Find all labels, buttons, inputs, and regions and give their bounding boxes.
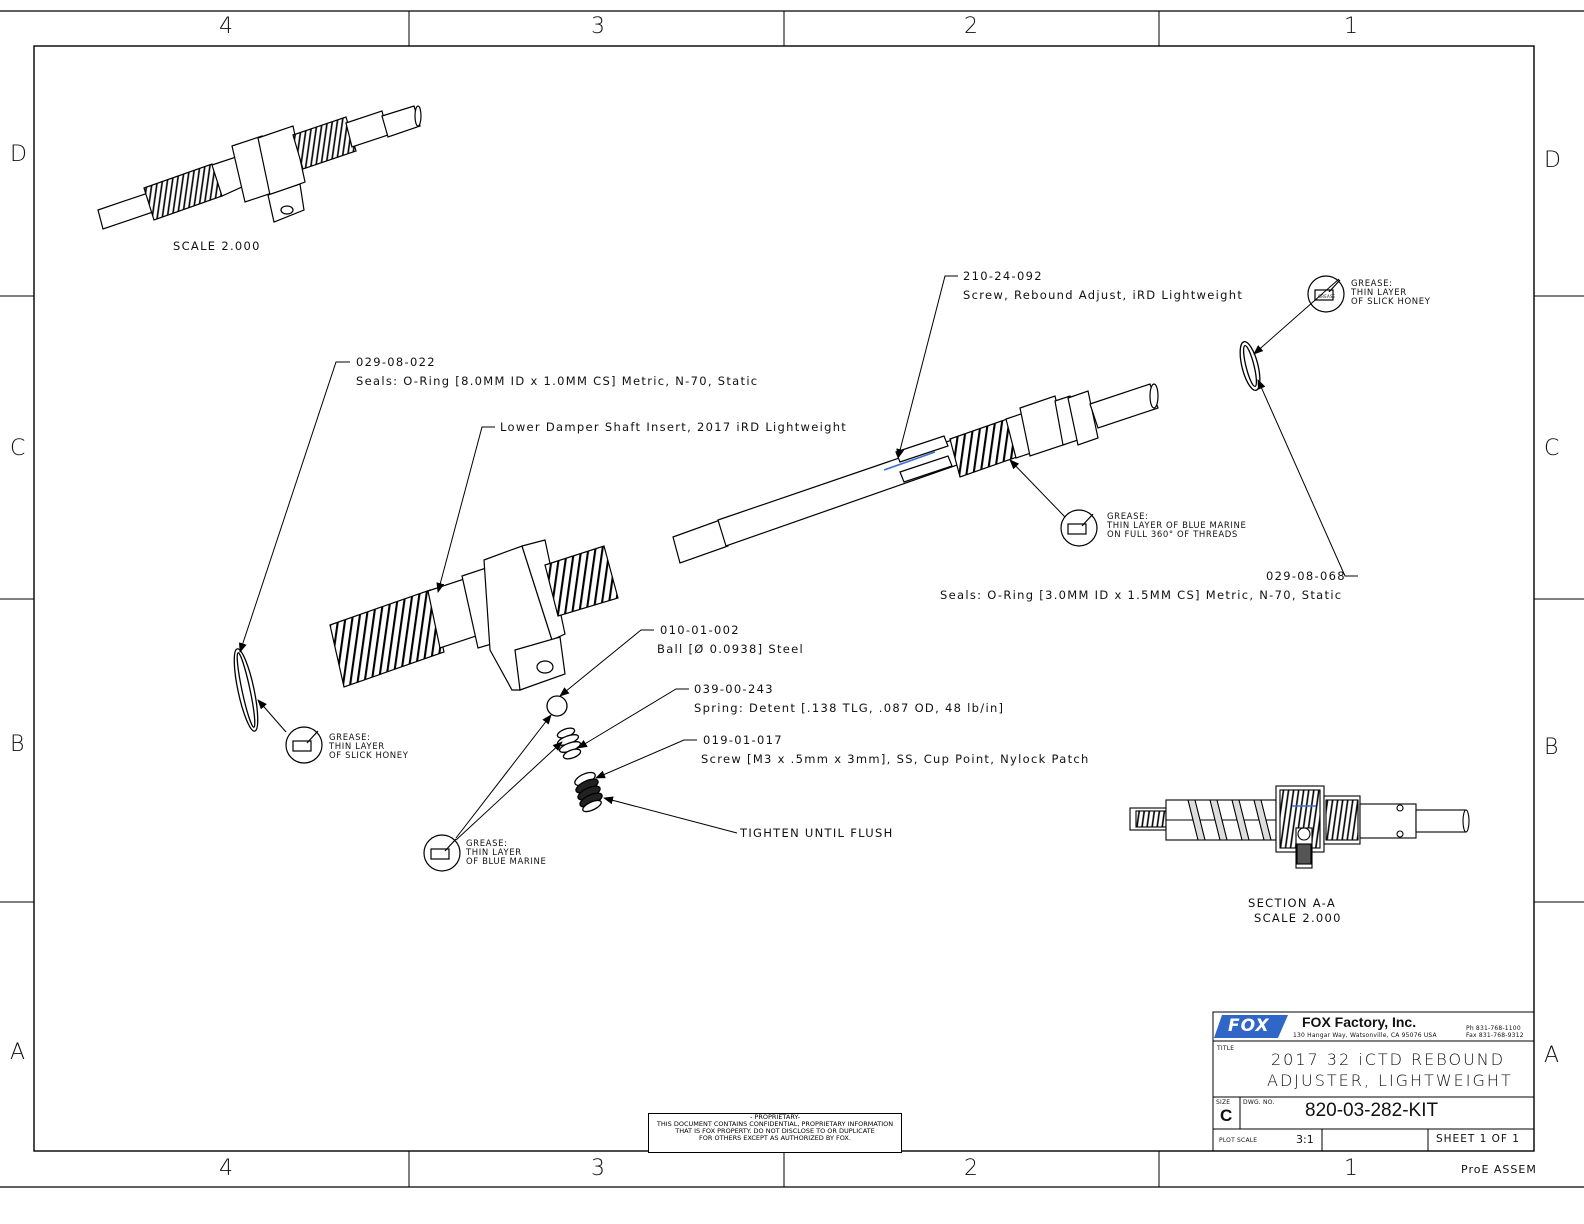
size-label: SIZE [1216, 1099, 1231, 1106]
screw-highlight [883, 451, 936, 471]
dwg-no-value: 820-03-282-KIT [1305, 1100, 1439, 1121]
iso-scale-label: SCALE 2.000 [173, 239, 261, 253]
grease-icon [1307, 275, 1345, 313]
plot-scale-value: 3:1 [1296, 1133, 1314, 1146]
company-phone: Ph 831-768-1100 [1466, 1025, 1521, 1032]
grease-note-blue-marine-threads: GREASE: THIN LAYER OF BLUE MARINE ON FUL… [1107, 512, 1247, 540]
setscrew-part-number: 019-01-017 [703, 733, 783, 747]
set-screw [574, 771, 603, 813]
oring3-description: Seals: O-Ring [3.0MM ID x 1.5MM CS] Metr… [940, 588, 1343, 602]
iso-view-assembly [97, 105, 422, 230]
ball-part-number: 010-01-002 [660, 623, 740, 637]
plot-scale-label: PLOT SCALE [1219, 1137, 1258, 1144]
row-label-a-left: A [10, 1040, 26, 1065]
col-label-2-bottom: 2 [964, 1156, 978, 1181]
oring8-description: Seals: O-Ring [8.0MM ID x 1.0MM CS] Metr… [356, 374, 759, 388]
grease-note-blue-marine: GREASE: THIN LAYER OF BLUE MARINE [466, 839, 547, 867]
row-label-d-left: D [10, 142, 27, 167]
spring-part-number: 039-00-243 [694, 682, 774, 696]
grease-icon [285, 726, 323, 764]
tighten-note: TIGHTEN UNTIL FLUSH [740, 826, 894, 840]
proprietary-line-1: THIS DOCUMENT CONTAINS CONFIDENTIAL, PRO… [656, 1120, 894, 1128]
col-label-3-top: 3 [591, 14, 605, 39]
row-label-a-right: A [1544, 1043, 1560, 1068]
proprietary-line-3: FOR OTHERS EXCEPT AS AUTHORIZED BY FOX. [699, 1134, 851, 1142]
logo-text: FOX [1228, 1016, 1270, 1036]
grease-note-slick-honey-top: GREASE: THIN LAYER OF SLICK HONEY [1351, 279, 1431, 307]
oring8-part-number: 029-08-022 [356, 355, 436, 369]
footer-proe-assem: ProE ASSEM [1461, 1163, 1537, 1176]
ball-description: Ball [Ø 0.0938] Steel [657, 642, 805, 656]
proprietary-notice: - PROPRIETARY- THIS DOCUMENT CONTAINS CO… [648, 1113, 902, 1153]
title-line-2: ADJUSTER, LIGHTWEIGHT [1267, 1071, 1513, 1090]
company-address: 130 Hangar Way, Watsonville, CA 95076 US… [1293, 1032, 1437, 1039]
damper-shaft-insert [329, 539, 619, 691]
ball [546, 695, 568, 717]
company-fax: Fax 831-768-9312 [1466, 1032, 1524, 1039]
rebound-screw-shaft [672, 383, 1159, 564]
section-title: SECTION A-A [1248, 896, 1336, 910]
company-name: FOX Factory, Inc. [1302, 1014, 1417, 1030]
grease-icon-label: GREASE [1318, 294, 1336, 299]
title-block-frame [1212, 1011, 1535, 1152]
title-line-1: 2017 32 iCTD REBOUND [1271, 1050, 1506, 1069]
row-label-b-left: B [10, 732, 25, 757]
fox-logo [1214, 1015, 1288, 1038]
row-label-c-right: C [1544, 436, 1560, 461]
col-label-4-bottom: 4 [219, 1156, 233, 1181]
screw-description: Screw, Rebound Adjust, iRD Lightweight [963, 288, 1244, 302]
oring3-part-number: 029-08-068 [1266, 569, 1346, 583]
size-value: C [1220, 1106, 1233, 1125]
screw-part-number: 210-24-092 [963, 269, 1043, 283]
col-label-1-top: 1 [1344, 14, 1358, 39]
grease-note-slick-honey-left: GREASE: THIN LAYER OF SLICK HONEY [329, 733, 409, 761]
grease-icons [285, 275, 1345, 872]
grease-icon [423, 834, 461, 872]
proprietary-heading: - PROPRIETARY- [750, 1113, 800, 1121]
title-label: TITLE [1217, 1045, 1235, 1052]
col-label-1-bottom: 1 [1344, 1156, 1358, 1181]
row-label-c-left: C [10, 436, 26, 461]
col-label-2-top: 2 [964, 14, 978, 39]
col-label-3-bottom: 3 [591, 1156, 605, 1181]
row-label-b-right: B [1544, 735, 1559, 760]
proprietary-line-2: THAT IS FOX PROPERTY. DO NOT DISCLOSE TO… [675, 1127, 875, 1135]
section-view [1129, 785, 1470, 869]
row-label-d-right: D [1544, 148, 1561, 173]
setscrew-description: Screw [M3 x .5mm x 3mm], SS, Cup Point, … [701, 752, 1090, 766]
col-label-4-top: 4 [219, 14, 233, 39]
sheet-number: SHEET 1 OF 1 [1436, 1133, 1520, 1145]
section-scale: SCALE 2.000 [1254, 911, 1342, 925]
leader-lines [239, 275, 1358, 841]
small-parts [233, 341, 1261, 813]
grease-icon [1060, 509, 1098, 547]
spring-description: Spring: Detent [.138 TLG, .087 OD, 48 lb… [694, 701, 1005, 715]
insert-description: Lower Damper Shaft Insert, 2017 iRD Ligh… [500, 420, 848, 434]
dwg-no-label: DWG. NO. [1243, 1099, 1275, 1106]
